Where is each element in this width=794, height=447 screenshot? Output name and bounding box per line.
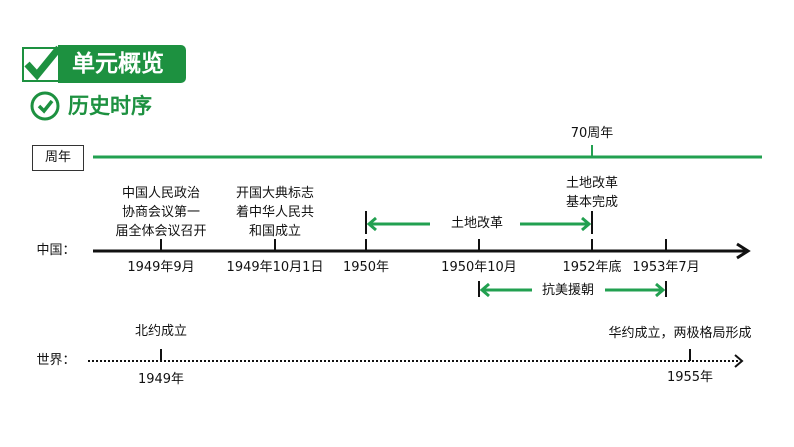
anniversary-mark: 70周年	[570, 126, 614, 141]
world-event-text: 华约成立，两极格局形成	[608, 326, 752, 341]
date-label: 1950年	[342, 260, 390, 275]
date-label: 1949年10月1日	[226, 260, 324, 275]
date-label: 1950年10月	[441, 260, 517, 275]
date-label: 1949年9月	[127, 260, 195, 275]
world-date: 1949年	[137, 372, 185, 387]
date-label: 1953年7月	[632, 260, 700, 275]
china-label: 中国：	[36, 243, 76, 258]
world-event-text: 北约成立	[134, 324, 188, 339]
event-text-1952: 土地改革基本完成	[565, 176, 619, 210]
anniversary-label: 周年	[32, 145, 84, 171]
world-date: 1955年	[666, 370, 714, 385]
subsection-title: 历史时序	[68, 94, 152, 118]
span-land-reform: 土地改革	[450, 216, 504, 231]
circle-check-icon	[30, 90, 62, 122]
header-check-icon	[20, 44, 62, 82]
event-text-1949-9: 中国人民政治协商会议第一届全体会议召开	[115, 186, 207, 239]
date-label: 1952年底	[562, 260, 622, 275]
world-axis-arrow	[734, 354, 744, 368]
span-korean-war: 抗美援朝	[541, 283, 595, 298]
world-label: 世界：	[36, 353, 76, 368]
section-title: 单元概览	[58, 45, 186, 83]
event-text-1949-10: 开国大典标志着中华人民共和国成立	[235, 186, 315, 239]
china-axis-arrow	[736, 242, 751, 260]
